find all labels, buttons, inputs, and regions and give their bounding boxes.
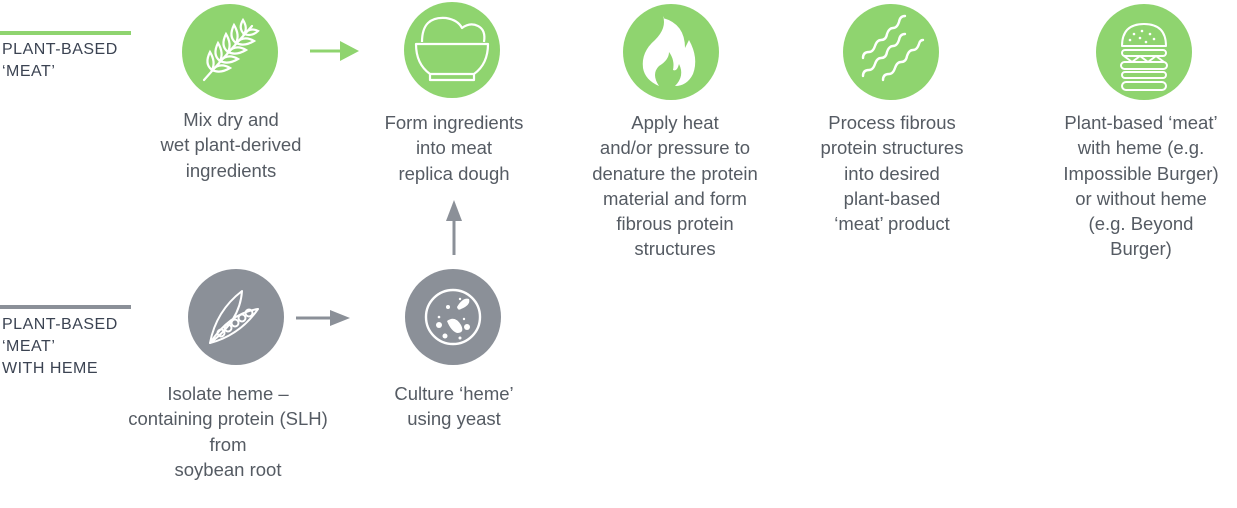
step-form-dough: Form ingredients into meat replica dough [349, 110, 559, 186]
bowl-icon [404, 2, 500, 98]
step-line: into desired [844, 162, 940, 184]
arrow-right-gray [296, 310, 350, 326]
step-line: material and form [603, 187, 747, 209]
step-line: and/or pressure to [599, 137, 751, 159]
step-line: from [209, 433, 247, 455]
flame-icon [623, 4, 719, 100]
step-line: structures [634, 238, 716, 260]
step-line: soybean root [174, 458, 282, 480]
step-line: Process fibrous [828, 112, 956, 133]
row-label-with-heme: PLANT-BASED ‘MEAT’ WITH HEME [2, 314, 118, 380]
arrow-right-green [310, 41, 359, 61]
row-divider-with-heme [0, 305, 131, 309]
step-line: Culture ‘heme’ [394, 383, 514, 404]
step-line: Mix dry and [183, 109, 279, 130]
step-line: replica dough [398, 162, 510, 184]
step-line: with heme (e.g. [1077, 137, 1205, 159]
step-line: Plant-based ‘meat’ [1064, 112, 1218, 133]
step-line: into meat [415, 137, 493, 159]
step-line: Impossible Burger) [1063, 162, 1219, 184]
step-mix-ingredients: Mix dry and wet plant-derived ingredient… [126, 107, 336, 183]
label-line: ‘MEAT’ [2, 338, 56, 355]
row-label-plant-based: PLANT-BASED ‘MEAT’ [2, 39, 118, 83]
step-line: (e.g. Beyond [1088, 213, 1194, 235]
step-culture-heme: Culture ‘heme’ using yeast [349, 381, 559, 432]
label-line: PLANT-BASED [2, 316, 118, 333]
step-line: or without heme [1075, 187, 1207, 209]
row-divider-plant-based [0, 31, 131, 35]
step-line: containing protein (SLH) [128, 408, 328, 430]
burger-icon [1096, 4, 1192, 100]
step-process-fibrous: Process fibrous protein structures into … [787, 110, 997, 236]
fibers-icon [843, 4, 939, 100]
label-line: PLANT-BASED [2, 41, 118, 58]
label-line: ‘MEAT’ [2, 63, 56, 80]
step-line: protein structures [820, 137, 964, 159]
step-apply-heat: Apply heat and/or pressure to denature t… [570, 110, 780, 262]
pea-pod-icon [188, 269, 284, 365]
step-line: wet plant-derived [160, 134, 302, 156]
step-line: ‘meat’ product [834, 213, 950, 235]
step-line: using yeast [407, 408, 501, 430]
step-line: Apply heat [631, 112, 719, 133]
step-line: denature the protein [592, 162, 758, 184]
step-line: Isolate heme – [167, 383, 289, 404]
step-line: fibrous protein [616, 213, 734, 235]
wheat-icon [182, 4, 278, 100]
step-final-product: Plant-based ‘meat’ with heme (e.g. Impos… [1036, 110, 1237, 262]
step-line: Form ingredients [384, 112, 524, 133]
arrow-up-gray [446, 200, 462, 255]
step-line: ingredients [185, 159, 277, 181]
step-line: plant-based [843, 187, 941, 209]
petri-dish-yeast-icon [405, 269, 501, 365]
label-line: WITH HEME [2, 360, 99, 377]
step-line: Burger) [1110, 238, 1172, 260]
step-isolate-heme: Isolate heme – containing protein (SLH) … [123, 381, 333, 482]
